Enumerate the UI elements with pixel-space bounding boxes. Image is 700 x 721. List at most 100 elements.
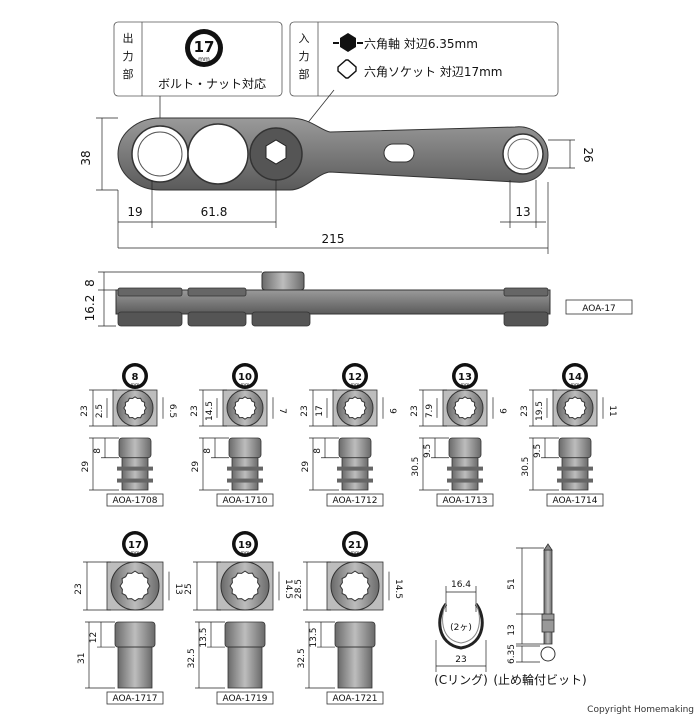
dim-outer: 23 (74, 583, 84, 594)
dim-height: 38 (79, 150, 93, 165)
socket-model: AOA-1717 (112, 694, 157, 704)
dim-right: 9 (387, 408, 397, 414)
dim-right: 6.5 (167, 404, 177, 418)
hex-socket-text: 六角ソケット 対辺17mm (364, 65, 502, 79)
side-dim-body: 16.2 (83, 295, 97, 322)
hex-socket-icon (337, 59, 357, 79)
dim-outer: 23 (300, 405, 310, 416)
output-callout: 出 力 部 17 mm ボルト・ナット対応 (113, 21, 283, 97)
socket-size: 8 (132, 372, 139, 383)
dim-short: 8 (93, 448, 103, 454)
socket-model: AOA-1713 (442, 496, 487, 506)
dim-outer: 25 (184, 583, 194, 594)
copyright: Copyright Homemaking (587, 705, 694, 715)
socket-size-unit: mm (461, 383, 470, 388)
dim-inner: 2.5 (95, 404, 105, 418)
socket-model: AOA-1708 (112, 496, 157, 506)
output-text: ボルト・ナット対応 (158, 77, 266, 91)
dim-outer: 23 (80, 405, 90, 416)
socket-size-unit: mm (571, 383, 580, 388)
dim-short: 9.5 (533, 444, 543, 458)
socket-size: 12 (348, 372, 362, 383)
dim-end-height: 26 (581, 147, 595, 162)
output-label-3: 部 (123, 67, 134, 81)
c-ring-mark: (2ヶ) (450, 623, 472, 633)
dim-outer: 23 (410, 405, 420, 416)
hex-shaft-text: 六角軸 対辺6.35mm (364, 37, 478, 51)
dim-short: 13.5 (199, 628, 209, 648)
dim-right: 9 (497, 408, 507, 414)
socket-size-unit: mm (131, 383, 140, 388)
c-ring-caption: (Cリング) (434, 673, 488, 687)
socket-model: AOA-1721 (332, 694, 377, 704)
dim-length: 32.5 (187, 648, 197, 668)
dim-right: 14.5 (283, 579, 293, 599)
c-ring: 16.4 (2ヶ) 23 (Cリング) (434, 580, 488, 687)
socket-size: 14 (568, 372, 582, 383)
socket-size: 13 (458, 372, 472, 383)
dim-length: 30.5 (521, 457, 531, 477)
socket-size: 17 (128, 540, 142, 551)
dim-outer: 28.5 (294, 579, 304, 599)
dim-short: 9.5 (423, 444, 433, 458)
socket-model: AOA-1719 (222, 694, 267, 704)
dim-end-width: 13 (515, 205, 530, 219)
socket-size-unit: mm (241, 551, 250, 556)
output-label-2: 力 (123, 50, 134, 63)
hex-bit: 51 13 6.35 (止め輪付ビット) (493, 543, 587, 687)
bit-caption: (止め輪付ビット) (493, 672, 586, 687)
bit-dim-top: 51 (507, 578, 517, 589)
bit-dim-mid: 13 (507, 624, 517, 635)
dim-right: 13 (173, 583, 183, 594)
input-label-2: 力 (299, 50, 310, 63)
socket-size-unit: mm (241, 383, 250, 388)
output-unit: mm (198, 56, 210, 63)
wrench-side-view: 8 16.2 AOA-17 (83, 271, 633, 327)
dim-short: 8 (203, 448, 213, 454)
socket-size-unit: mm (351, 383, 360, 388)
dim-outer: 23 (190, 405, 200, 416)
wrench-top-view (117, 117, 549, 191)
dim-right: 14.5 (393, 579, 403, 599)
socket-model: AOA-1710 (222, 496, 267, 506)
dim-length: 29 (191, 461, 201, 473)
dim-length: 29 (81, 461, 91, 473)
side-model: AOA-17 (582, 304, 616, 314)
dim-short: 12 (89, 632, 99, 643)
dim-inner: 19.5 (535, 401, 545, 421)
dim-left-offset: 19 (127, 205, 142, 219)
dim-inner: 14.5 (205, 401, 215, 421)
output-size-badge: 17 mm (185, 29, 223, 67)
dim-right: 7 (277, 408, 287, 414)
output-label-1: 出 (123, 31, 134, 45)
socket-size: 19 (238, 540, 252, 551)
dim-short: 13.5 (309, 628, 319, 648)
dim-spacing: 61.8 (201, 205, 228, 219)
dim-length: 29 (301, 461, 311, 473)
c-ring-dim-bottom: 23 (455, 655, 466, 665)
socket-model: AOA-1712 (332, 496, 377, 506)
dim-length: 31 (77, 653, 87, 664)
socket-size-unit: mm (351, 551, 360, 556)
input-label-3: 部 (299, 67, 310, 81)
input-label-1: 入 (299, 32, 310, 45)
dim-inner: 17 (315, 405, 325, 416)
output-size: 17 (194, 38, 215, 56)
socket-size-unit: mm (131, 551, 140, 556)
dim-length: 32.5 (297, 648, 307, 668)
dim-total: 215 (322, 232, 345, 246)
dim-short: 8 (313, 448, 323, 454)
dim-inner: 7.9 (425, 404, 435, 419)
hex-shaft-icon (340, 33, 356, 52)
